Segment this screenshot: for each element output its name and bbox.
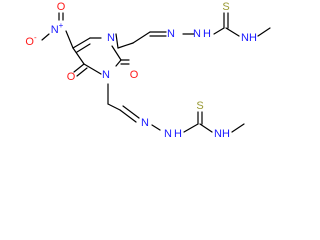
label-top-hydrazone-n1: N — [167, 28, 175, 40]
label-bottom-hydrazone-n1: N — [141, 117, 149, 129]
label-ring-n1: N — [107, 32, 115, 44]
atom-labels: O- N+ O N N O O N N H S NH N N H S NH — [25, 1, 257, 140]
bond-ch2-ch-bottom — [107, 103, 121, 111]
bond-c-nh-top — [225, 27, 240, 37]
label-bottom-amine-nh: NH — [214, 128, 230, 140]
bond-ch-n-bottom-double — [122, 105, 140, 119]
bond-c5-c6-double — [76, 43, 91, 53]
bond-c5-c6 — [72, 37, 91, 49]
bottom-side-chain — [107, 83, 245, 133]
label-bottom-hydrazone-n2: N — [164, 128, 172, 140]
bond-n3-c4 — [83, 63, 102, 75]
bond-ch-n-bottom — [119, 109, 137, 123]
pyrimidine-ring — [72, 37, 122, 75]
label-top-hydrazone-n2: N — [193, 28, 201, 40]
label-nitro-n: N+ — [51, 21, 64, 37]
label-bottom-thione-s: S — [196, 100, 203, 112]
label-top-thione-s: S — [222, 1, 229, 13]
bond-c4-o-double — [76, 67, 88, 77]
bond-c4-c5 — [72, 47, 85, 65]
bond-ch2-ch — [117, 42, 134, 49]
bond-nh-cs-top — [213, 27, 225, 35]
top-side-chain — [115, 12, 271, 49]
molecule-structure: O- N+ O N N O O N N H S NH N N H S NH — [25, 1, 271, 140]
label-nitro-o-left: O- — [25, 33, 37, 49]
label-top-amine-nh: NH — [241, 32, 257, 44]
bond-ch-ch-top — [132, 31, 151, 44]
label-bottom-hydrazone-h: H — [174, 128, 182, 140]
bond-c2-n3 — [115, 59, 122, 67]
bond-c5-nitro — [65, 30, 74, 49]
label-carbonyl-o-c2: O — [130, 69, 139, 81]
bond-c-nh-bottom — [199, 123, 213, 133]
nitro-group — [41, 12, 74, 49]
label-nitro-o-top: O — [57, 1, 66, 13]
bond-c4-o — [73, 63, 85, 73]
bond-n1-ch2 — [115, 33, 119, 49]
bond-nh-ch3-top — [257, 27, 271, 37]
bond-nh-ch3-bottom — [231, 123, 245, 133]
bond-nitro-o-left — [41, 33, 50, 41]
label-top-hydrazone-h: H — [203, 28, 211, 40]
bond-nh-cs-bottom — [183, 123, 199, 133]
bond-n1-c2 — [111, 45, 122, 61]
label-carbonyl-o-c4: O — [67, 71, 76, 83]
bond-n-n-bottom — [151, 124, 161, 131]
carbonyl-groups — [73, 59, 130, 77]
label-ring-n3: N — [102, 69, 110, 81]
